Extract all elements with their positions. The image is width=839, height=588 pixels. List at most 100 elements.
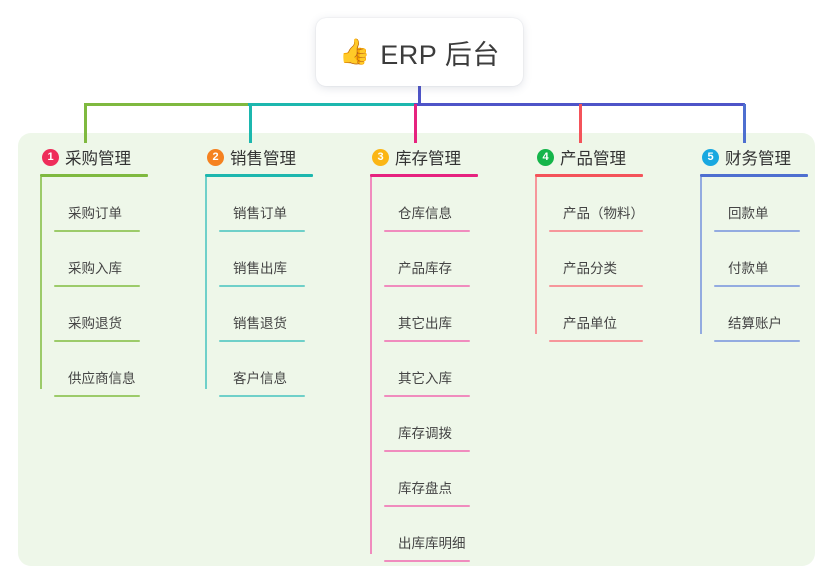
branch-item[interactable]: 回款单 bbox=[714, 177, 808, 232]
branch-item-label: 产品分类 bbox=[563, 261, 617, 276]
branch-item-rule bbox=[384, 230, 470, 232]
branch-item-rule bbox=[219, 230, 305, 232]
branch-item[interactable]: 其它入库 bbox=[384, 342, 478, 397]
branch-number-badge: 1 bbox=[42, 148, 59, 166]
branch-item[interactable]: 出库库明细 bbox=[384, 507, 478, 562]
branch-spine bbox=[535, 177, 537, 334]
branch-spine bbox=[370, 177, 372, 554]
branch-item-label: 采购退货 bbox=[68, 316, 122, 331]
branch-items: 回款单付款单结算账户 bbox=[700, 177, 808, 342]
branches-panel-background bbox=[18, 133, 815, 566]
branch-item[interactable]: 库存盘点 bbox=[384, 452, 478, 507]
branch-header-4[interactable]: 4 产品管理 bbox=[535, 145, 643, 169]
branch-number-badge: 3 bbox=[372, 148, 389, 166]
branch-number-badge: 2 bbox=[207, 148, 224, 166]
branch-header-rule bbox=[205, 174, 313, 177]
branch-item-rule bbox=[384, 340, 470, 342]
branch-item-rule bbox=[714, 230, 800, 232]
branch-item-label: 供应商信息 bbox=[68, 371, 136, 386]
branch-title: 产品管理 bbox=[560, 150, 626, 168]
branch-item-label: 产品（物料） bbox=[563, 206, 644, 221]
branch-item-rule bbox=[219, 285, 305, 287]
branch-item-label: 采购订单 bbox=[68, 206, 122, 221]
branch-item-label: 仓库信息 bbox=[398, 206, 452, 221]
branch-item[interactable]: 仓库信息 bbox=[384, 177, 478, 232]
branch-item[interactable]: 销售退货 bbox=[219, 287, 313, 342]
branch-item-rule bbox=[714, 340, 800, 342]
branch-item-label: 产品单位 bbox=[563, 316, 617, 331]
branch-item-rule bbox=[54, 340, 140, 342]
branch-item-rule bbox=[384, 285, 470, 287]
branch-item-label: 结算账户 bbox=[728, 316, 782, 331]
branch-item[interactable]: 采购订单 bbox=[54, 177, 148, 232]
branch-item-label: 销售出库 bbox=[233, 261, 287, 276]
branch-item-label: 客户信息 bbox=[233, 371, 287, 386]
branch-item[interactable]: 采购退货 bbox=[54, 287, 148, 342]
branch-item-rule bbox=[549, 230, 643, 232]
branch-item-rule bbox=[54, 285, 140, 287]
branch-item[interactable]: 客户信息 bbox=[219, 342, 313, 397]
branch-header-3[interactable]: 3 库存管理 bbox=[370, 145, 478, 169]
branch-item[interactable]: 产品库存 bbox=[384, 232, 478, 287]
thumbs-up-icon: 👍 bbox=[339, 37, 371, 66]
branch-title: 库存管理 bbox=[395, 150, 461, 168]
branch-item-label: 库存盘点 bbox=[398, 481, 452, 496]
branch-column-5: 5 财务管理回款单付款单结算账户 bbox=[700, 145, 808, 342]
branch-item-rule bbox=[219, 340, 305, 342]
branch-header-rule bbox=[370, 174, 478, 177]
branch-header-rule bbox=[535, 174, 643, 177]
branch-item[interactable]: 产品（物料） bbox=[549, 177, 644, 232]
branch-item-label: 产品库存 bbox=[398, 261, 452, 276]
branch-item-label: 付款单 bbox=[728, 261, 769, 276]
branch-item-rule bbox=[384, 395, 470, 397]
branch-items: 销售订单销售出库销售退货客户信息 bbox=[205, 177, 313, 397]
branch-column-2: 2 销售管理销售订单销售出库销售退货客户信息 bbox=[205, 145, 313, 397]
branch-item[interactable]: 其它出库 bbox=[384, 287, 478, 342]
branch-items: 产品（物料） 产品分类产品单位 bbox=[535, 177, 644, 342]
branch-item[interactable]: 产品单位 bbox=[549, 287, 643, 342]
branch-item-label: 其它出库 bbox=[398, 316, 452, 331]
branch-item-label: 销售退货 bbox=[233, 316, 287, 331]
branch-item-label: 库存调拨 bbox=[398, 426, 452, 441]
branch-spine bbox=[40, 177, 42, 389]
branch-item-label: 出库库明细 bbox=[398, 536, 466, 551]
branch-title: 财务管理 bbox=[725, 150, 791, 168]
branch-item-label: 其它入库 bbox=[398, 371, 452, 386]
branch-item-rule bbox=[384, 560, 470, 562]
branch-spine bbox=[700, 177, 702, 334]
branch-item-rule bbox=[549, 285, 643, 287]
branch-column-3: 3 库存管理仓库信息产品库存其它出库其它入库库存调拨库存盘点出库库明细 bbox=[370, 145, 478, 562]
branch-item-rule bbox=[54, 230, 140, 232]
branch-header-2[interactable]: 2 销售管理 bbox=[205, 145, 313, 169]
branch-header-5[interactable]: 5 财务管理 bbox=[700, 145, 808, 169]
branch-item[interactable]: 结算账户 bbox=[714, 287, 808, 342]
root-node-erp-backend[interactable]: 👍 ERP 后台 bbox=[316, 18, 523, 86]
branch-item-rule bbox=[384, 505, 470, 507]
branch-spine bbox=[205, 177, 207, 389]
branch-number-badge: 4 bbox=[537, 148, 554, 166]
branch-item[interactable]: 销售订单 bbox=[219, 177, 313, 232]
branch-item[interactable]: 供应商信息 bbox=[54, 342, 148, 397]
branch-item-label: 采购入库 bbox=[68, 261, 122, 276]
branch-item-rule bbox=[219, 395, 305, 397]
branch-title: 销售管理 bbox=[230, 150, 296, 168]
branch-item[interactable]: 库存调拨 bbox=[384, 397, 478, 452]
branch-item-rule bbox=[714, 285, 800, 287]
branch-items: 采购订单采购入库采购退货供应商信息 bbox=[40, 177, 148, 397]
branch-item-label: 销售订单 bbox=[233, 206, 287, 221]
branch-header-rule bbox=[40, 174, 148, 177]
branch-item-rule bbox=[384, 450, 470, 452]
branch-item[interactable]: 销售出库 bbox=[219, 232, 313, 287]
branch-items: 仓库信息产品库存其它出库其它入库库存调拨库存盘点出库库明细 bbox=[370, 177, 478, 562]
branch-item[interactable]: 采购入库 bbox=[54, 232, 148, 287]
branch-item-rule bbox=[549, 340, 643, 342]
branch-column-4: 4 产品管理产品（物料） 产品分类产品单位 bbox=[535, 145, 644, 342]
branch-item[interactable]: 付款单 bbox=[714, 232, 808, 287]
branch-number-badge: 5 bbox=[702, 148, 719, 166]
branch-header-rule bbox=[700, 174, 808, 177]
branch-item[interactable]: 产品分类 bbox=[549, 232, 643, 287]
